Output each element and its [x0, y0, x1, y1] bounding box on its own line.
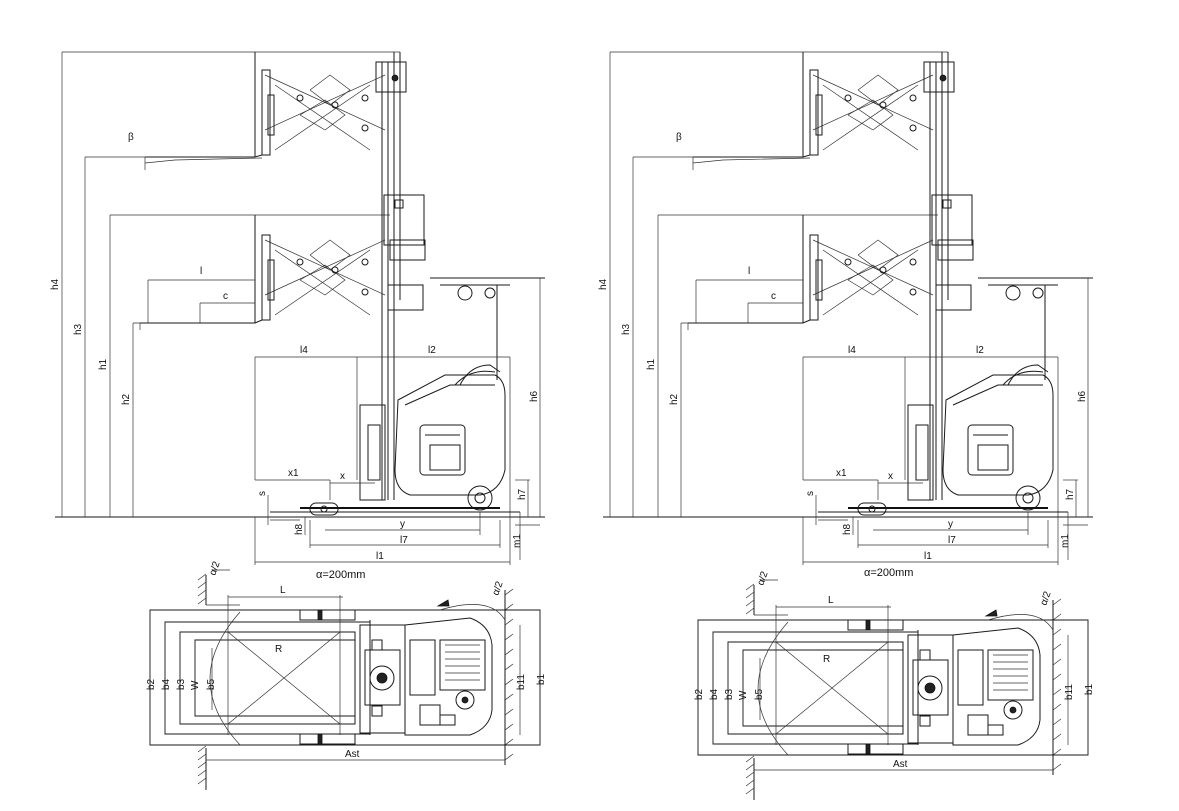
label-h7: h7: [517, 488, 528, 500]
label-b2: b2: [146, 678, 157, 690]
label-l7: l7: [948, 535, 956, 546]
label-c: c: [223, 291, 228, 302]
label-s: s: [805, 491, 816, 496]
label-h2: h2: [669, 393, 680, 405]
label-beta: β: [676, 132, 682, 143]
right-labels: h4 h3 h1 h2 β l c l4 l2 h6 x1 x s h7 h8 …: [598, 132, 1095, 770]
label-W: W: [190, 680, 201, 690]
label-h3: h3: [621, 323, 632, 335]
label-s: s: [257, 491, 268, 496]
label-l1: l1: [376, 551, 384, 562]
label-m1: m1: [1060, 534, 1071, 548]
label-W: W: [738, 690, 749, 700]
label-l4: l4: [300, 345, 308, 356]
label-h1: h1: [98, 358, 109, 370]
label-h7: h7: [1065, 488, 1076, 500]
label-R: R: [275, 644, 282, 655]
label-b1: b1: [536, 673, 547, 685]
label-a2-right: α/2: [1038, 590, 1053, 607]
label-b5: b5: [754, 688, 765, 700]
right-drawing: [602, 51, 1094, 801]
label-h4: h4: [598, 278, 609, 290]
label-a2-left: α/2: [207, 560, 222, 577]
left-drawing: [54, 51, 546, 791]
label-h8: h8: [842, 523, 853, 535]
label-L: L: [280, 585, 286, 596]
label-x1: x1: [288, 468, 299, 479]
label-b3: b3: [724, 688, 735, 700]
label-b3: b3: [176, 678, 187, 690]
label-m1: m1: [512, 534, 523, 548]
label-L: L: [828, 595, 834, 606]
label-l2: l2: [976, 345, 984, 356]
left-labels: h4 h3 h1 h2 β l c l4 l2 h6 x1 x s h7 h8 …: [50, 132, 547, 760]
label-y: y: [400, 519, 405, 530]
label-x: x: [340, 471, 345, 482]
label-a2-left: α/2: [755, 570, 770, 587]
label-a-note: α=200mm: [864, 567, 913, 579]
label-l2: l2: [428, 345, 436, 356]
label-a2-right: α/2: [490, 580, 505, 597]
label-h3: h3: [73, 323, 84, 335]
label-l: l: [200, 266, 202, 277]
label-b4: b4: [709, 688, 720, 700]
label-h2: h2: [121, 393, 132, 405]
label-x: x: [888, 471, 893, 482]
label-h1: h1: [646, 358, 657, 370]
label-x1: x1: [836, 468, 847, 479]
label-l7: l7: [400, 535, 408, 546]
label-beta: β: [128, 132, 134, 143]
label-Ast: Ast: [345, 749, 360, 760]
label-h6: h6: [1077, 390, 1088, 402]
label-c: c: [771, 291, 776, 302]
label-Ast: Ast: [893, 759, 908, 770]
label-R: R: [823, 654, 830, 665]
label-b11: b11: [1064, 684, 1075, 700]
label-a-note: α=200mm: [316, 569, 365, 581]
label-b11: b11: [516, 674, 527, 690]
label-b1: b1: [1084, 683, 1095, 695]
label-b4: b4: [161, 678, 172, 690]
label-l: l: [748, 266, 750, 277]
label-h4: h4: [50, 278, 61, 290]
label-b2: b2: [694, 688, 705, 700]
label-b5: b5: [206, 678, 217, 690]
label-h8: h8: [294, 523, 305, 535]
label-y: y: [948, 519, 953, 530]
label-l1: l1: [924, 551, 932, 562]
label-h6: h6: [529, 390, 540, 402]
label-l4: l4: [848, 345, 856, 356]
